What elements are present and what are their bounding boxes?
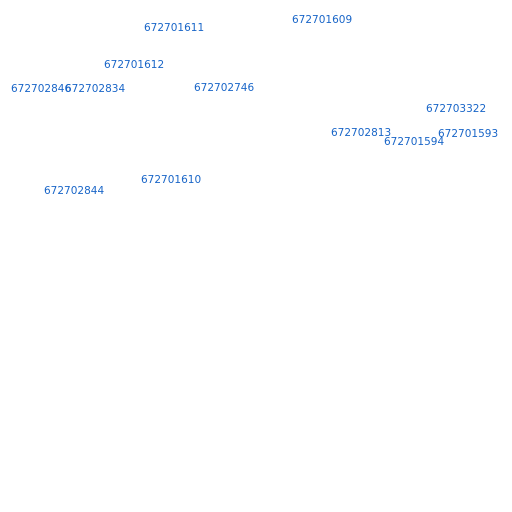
parcel-label[interactable]: 672701594: [384, 136, 445, 148]
parcel-label[interactable]: 672701612: [104, 59, 165, 71]
parcel-label[interactable]: 672703322: [426, 103, 487, 115]
parcel-label[interactable]: 672702844: [44, 185, 105, 197]
parcel-label[interactable]: 672701610: [141, 174, 202, 186]
parcel-label[interactable]: 672701593: [438, 128, 499, 140]
parcel-label[interactable]: 672702846: [11, 83, 72, 95]
parcel-label[interactable]: 672701611: [144, 22, 205, 34]
parcel-label[interactable]: 672702813: [331, 127, 392, 139]
parcel-label[interactable]: 672702746: [194, 82, 255, 94]
parcel-label[interactable]: 672702834: [65, 83, 126, 95]
parcel-label[interactable]: 672701609: [292, 14, 353, 26]
